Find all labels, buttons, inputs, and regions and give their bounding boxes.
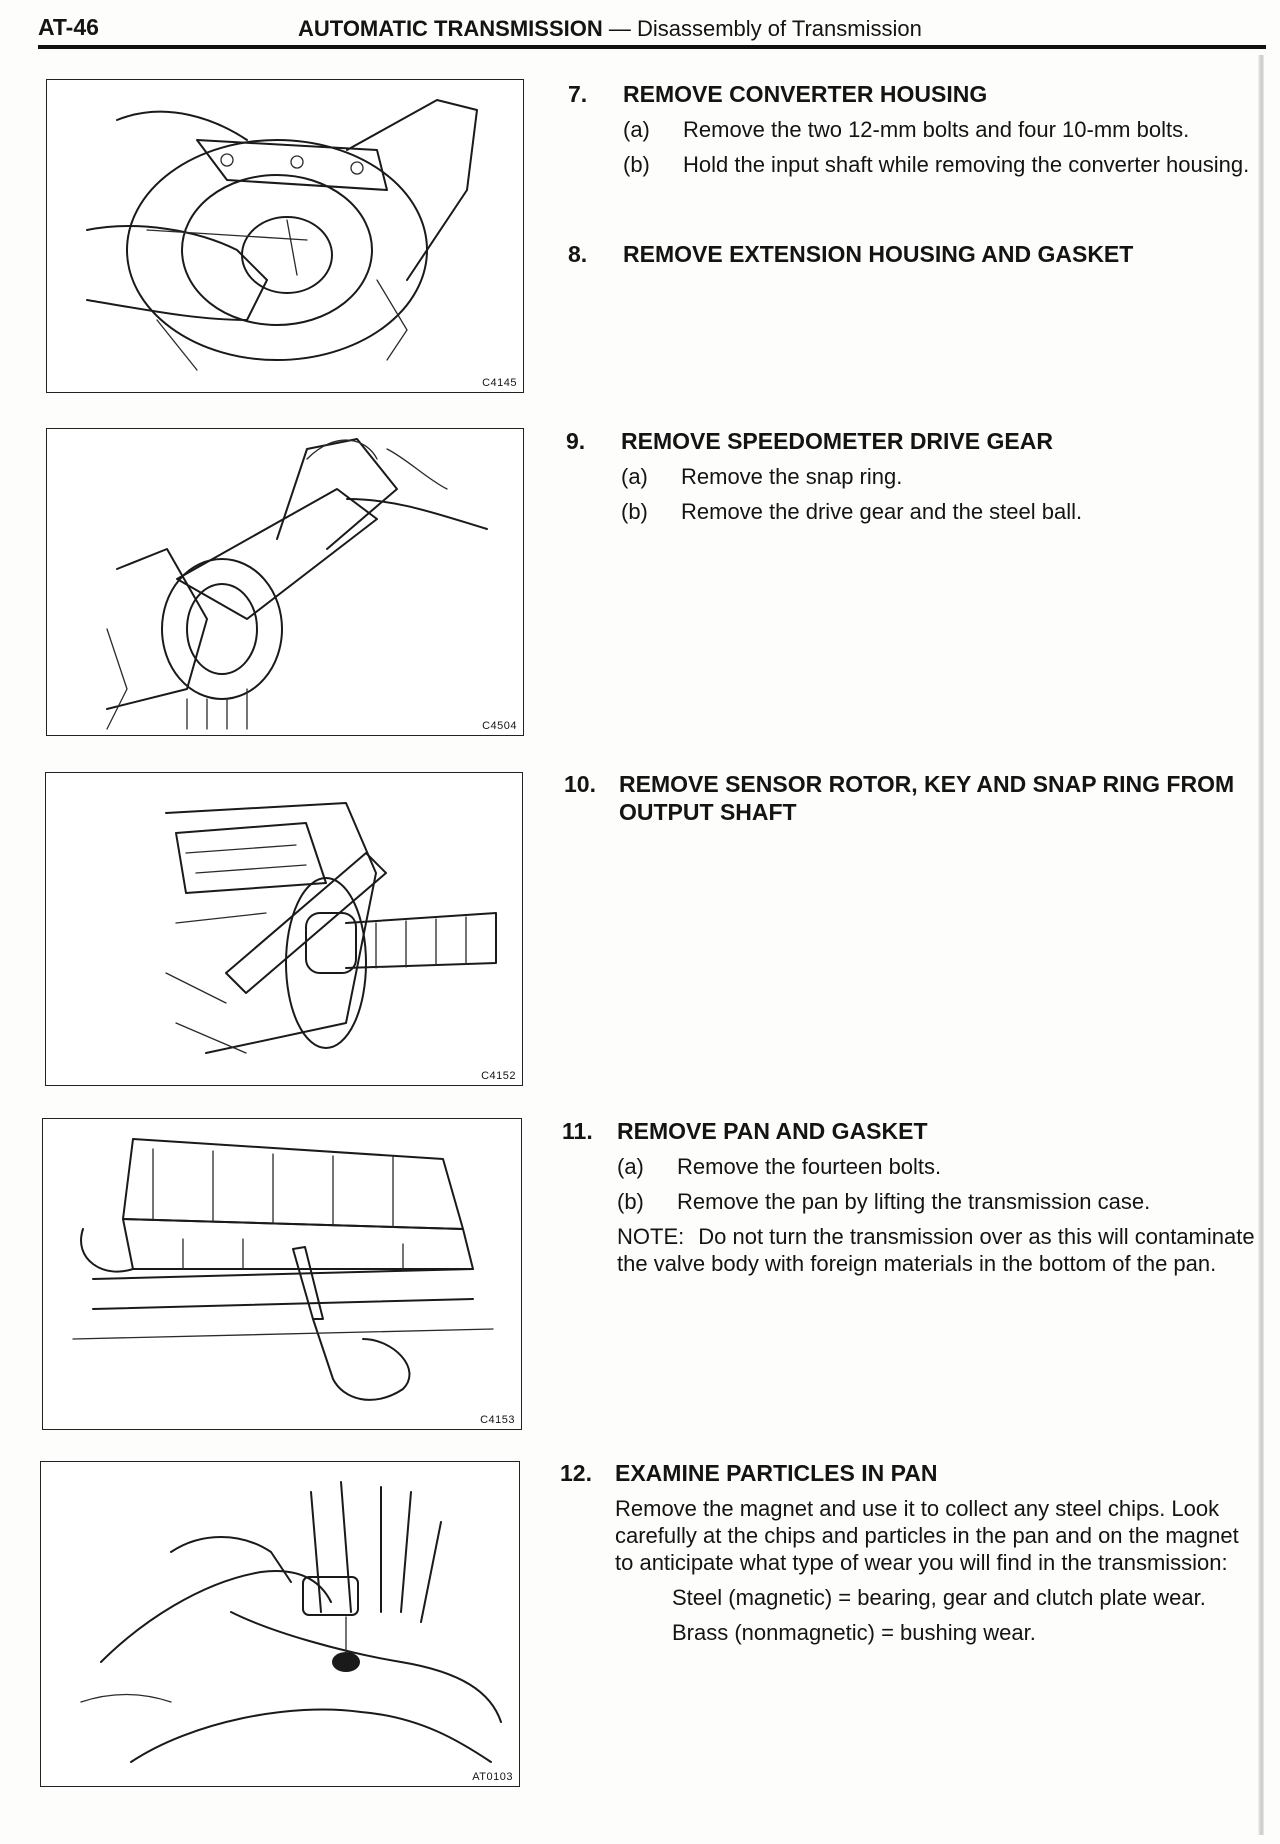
step-number: 7. [568,81,588,107]
output-shaft-illustration [165,802,497,1054]
substep-label: (b) [623,152,650,177]
substep-label: (b) [621,499,648,524]
header-rule [38,45,1266,49]
substep-text: Remove the snap ring. [681,464,903,489]
step-title: REMOVE EXTENSION HOUSING AND GASKET [623,241,1134,267]
page-number: AT-46 [38,14,99,40]
substep-text: Remove the fourteen bolts. [677,1154,942,1179]
substep-label: (a) [621,464,648,489]
step-8: 8. REMOVE EXTENSION HOUSING AND GASKET [568,240,1258,268]
step-heading: 10. REMOVE SENSOR ROTOR, KEY AND SNAP RIN… [564,770,1258,826]
figure-output-shaft: C4152 [45,772,523,1086]
page-header: AT-46 AUTOMATIC TRANSMISSION — Disassemb… [38,14,1260,44]
substep-label: (a) [617,1154,644,1179]
step-number: 9. [566,428,586,454]
step-heading: 11. REMOVE PAN AND GASKET [562,1117,1258,1145]
step-7: 7. REMOVE CONVERTER HOUSING (a) Remove the… [568,80,1258,178]
step-11: 11. REMOVE PAN AND GASKET (a) Remove the f… [562,1117,1258,1277]
section-subtitle: — Disassembly of Transmission [602,16,922,41]
step-number: 12. [560,1460,592,1486]
step-9: 9. REMOVE SPEEDOMETER DRIVE GEAR (a) Remov… [566,427,1258,525]
substep-text: Hold the input shaft while removing the … [683,152,1250,177]
step-heading: 7. REMOVE CONVERTER HOUSING [568,80,1258,108]
step-body: Remove the magnet and use it to collect … [615,1496,1239,1575]
figure-magnet-particles: AT0103 [40,1461,520,1787]
step-number: 10. [564,771,596,797]
substep-a: (a) Remove the fourteen bolts. [562,1153,1258,1180]
note-label: NOTE: [617,1224,685,1249]
substep-label: (a) [623,117,650,142]
step-title: EXAMINE PARTICLES IN PAN [615,1460,938,1486]
step-title: REMOVE PAN AND GASKET [617,1118,928,1144]
note-text: Do not turn the transmission over as thi… [617,1224,1255,1276]
step-heading: 12. EXAMINE PARTICLES IN PAN [560,1459,1258,1487]
substep-a: (a) Remove the snap ring. [566,463,1258,490]
figure-code: C4145 [482,377,517,389]
step-heading: 8. REMOVE EXTENSION HOUSING AND GASKET [568,240,1258,268]
page-edge-shadow [1258,55,1264,1835]
substep-text: Remove the pan by lifting the transmissi… [677,1189,1151,1214]
figure-code: C4504 [482,720,517,732]
substep-text: Remove the drive gear and the steel ball… [681,499,1083,524]
substep-text: Remove the two 12-mm bolts and four 10-m… [683,117,1190,142]
step-number: 8. [568,241,588,267]
brass-wear-line: Brass (nonmagnetic) = bushing wear. [672,1620,1036,1645]
section-title: AUTOMATIC TRANSMISSION [298,16,603,41]
converter-housing-illustration [86,99,478,371]
substep-b: (b) Remove the pan by lifting the transmi… [562,1188,1258,1215]
substep-a: (a) Remove the two 12-mm bolts and four 1… [568,116,1258,143]
speedometer-gear-illustration [106,438,488,730]
substep-label: (b) [617,1189,644,1214]
figure-code: AT0103 [472,1771,513,1783]
step-title: REMOVE SENSOR ROTOR, KEY AND SNAP RING F… [619,771,1235,825]
oil-pan-illustration [72,1138,494,1401]
figure-code: C4153 [480,1414,515,1426]
step-12: 12. EXAMINE PARTICLES IN PAN Remove the m… [560,1459,1258,1646]
figure-code: C4152 [481,1070,516,1082]
magnet-particles-illustration [80,1481,502,1763]
step-number: 11. [562,1118,593,1144]
figure-oil-pan: C4153 [42,1118,522,1430]
substep-b: (b) Hold the input shaft while removing t… [568,151,1258,178]
note: NOTE:Do not turn the transmission over a… [562,1223,1258,1277]
step-10: 10. REMOVE SENSOR ROTOR, KEY AND SNAP RIN… [564,770,1258,826]
step-title: REMOVE CONVERTER HOUSING [623,81,988,107]
page-title: AUTOMATIC TRANSMISSION — Disassembly of … [298,16,922,42]
figure-speedometer-gear: C4504 [46,428,524,736]
steel-wear-line: Steel (magnetic) = bearing, gear and clu… [672,1585,1206,1610]
step-title: REMOVE SPEEDOMETER DRIVE GEAR [621,428,1053,454]
step-heading: 9. REMOVE SPEEDOMETER DRIVE GEAR [566,427,1258,455]
figure-converter-housing: C4145 [46,79,524,393]
substep-b: (b) Remove the drive gear and the steel b… [566,498,1258,525]
